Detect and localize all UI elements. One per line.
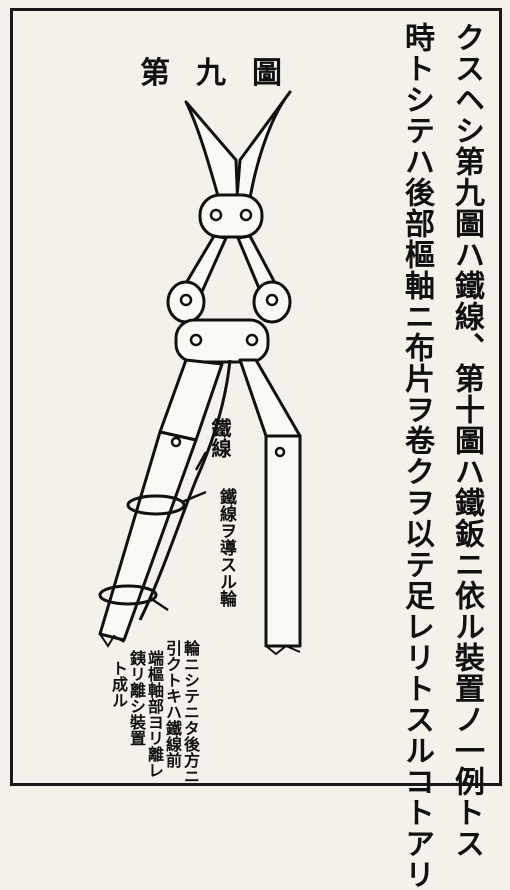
text-column-2: 時トシテハ後部樞軸ニ布片ヲ卷クヲ以テ足レリトスルコトアリ [399, 22, 434, 890]
note-line-2: 引クトキハ鐵線前 [163, 640, 182, 768]
right-knuckle [252, 280, 292, 324]
rivet [265, 293, 279, 307]
center-pivot-plate [174, 318, 270, 364]
rivet [170, 436, 182, 448]
ring-pointer [181, 490, 207, 504]
wire [138, 359, 232, 621]
rivet [239, 208, 253, 222]
rivet [179, 293, 193, 307]
note-line-1: 輪ニシテニタ後方ニ [181, 640, 200, 784]
left-knuckle [166, 280, 206, 324]
rivet [245, 333, 259, 347]
figure-title: 第九圖 [140, 56, 308, 91]
rivet [209, 208, 223, 222]
rivet [274, 446, 286, 458]
page: クスヘシ第九圖ハ鐵線、第十圖ハ鐵鈑ニ依ル裝置ノ一例トス 時トシテハ後部樞軸ニ布片… [10, 8, 502, 890]
note-line-3: 端樞軸部ヨリ離レ [145, 650, 164, 778]
wire-label: 鐵線 [208, 418, 232, 458]
right-jaw [234, 90, 292, 212]
text-column-1: クスヘシ第九圖ハ鐵線、第十圖ハ鐵鈑ニ依ル裝置ノ一例トス [449, 22, 484, 859]
top-pivot-plate [198, 193, 264, 239]
note-line-5: ト成ル [109, 660, 128, 708]
note-line-4: 銕リ離シ裝置 [127, 650, 146, 746]
rivet [189, 333, 203, 347]
left-handle-end [99, 633, 125, 648]
note-pointer [149, 596, 169, 612]
page-border [10, 8, 502, 786]
left-handle [98, 430, 198, 642]
right-handle [264, 434, 302, 648]
right-handle-upper [238, 358, 302, 438]
ring-label: 鐵線ヲ導スル輪 [216, 488, 236, 607]
guide-ring-upper [126, 494, 186, 516]
right-handle-end [265, 644, 301, 656]
pliers-illustration [98, 90, 302, 656]
guide-ring-lower [98, 584, 158, 606]
wire-pointer [194, 451, 208, 471]
